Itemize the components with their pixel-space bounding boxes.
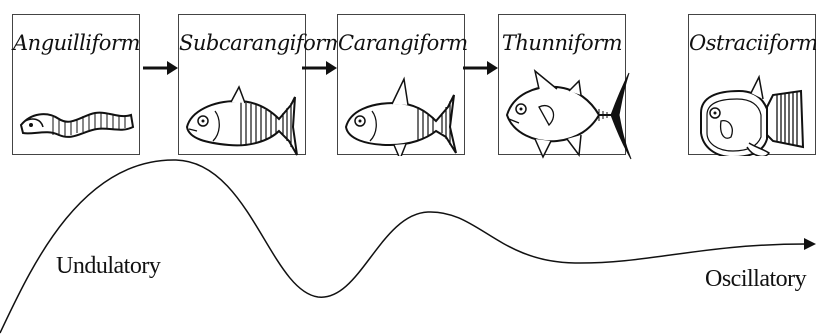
undulatory-label: Undulatory: [56, 253, 160, 280]
arrow-head-icon: [804, 238, 816, 250]
curve-line: [0, 160, 806, 333]
oscillatory-label: Oscillatory: [705, 266, 806, 293]
